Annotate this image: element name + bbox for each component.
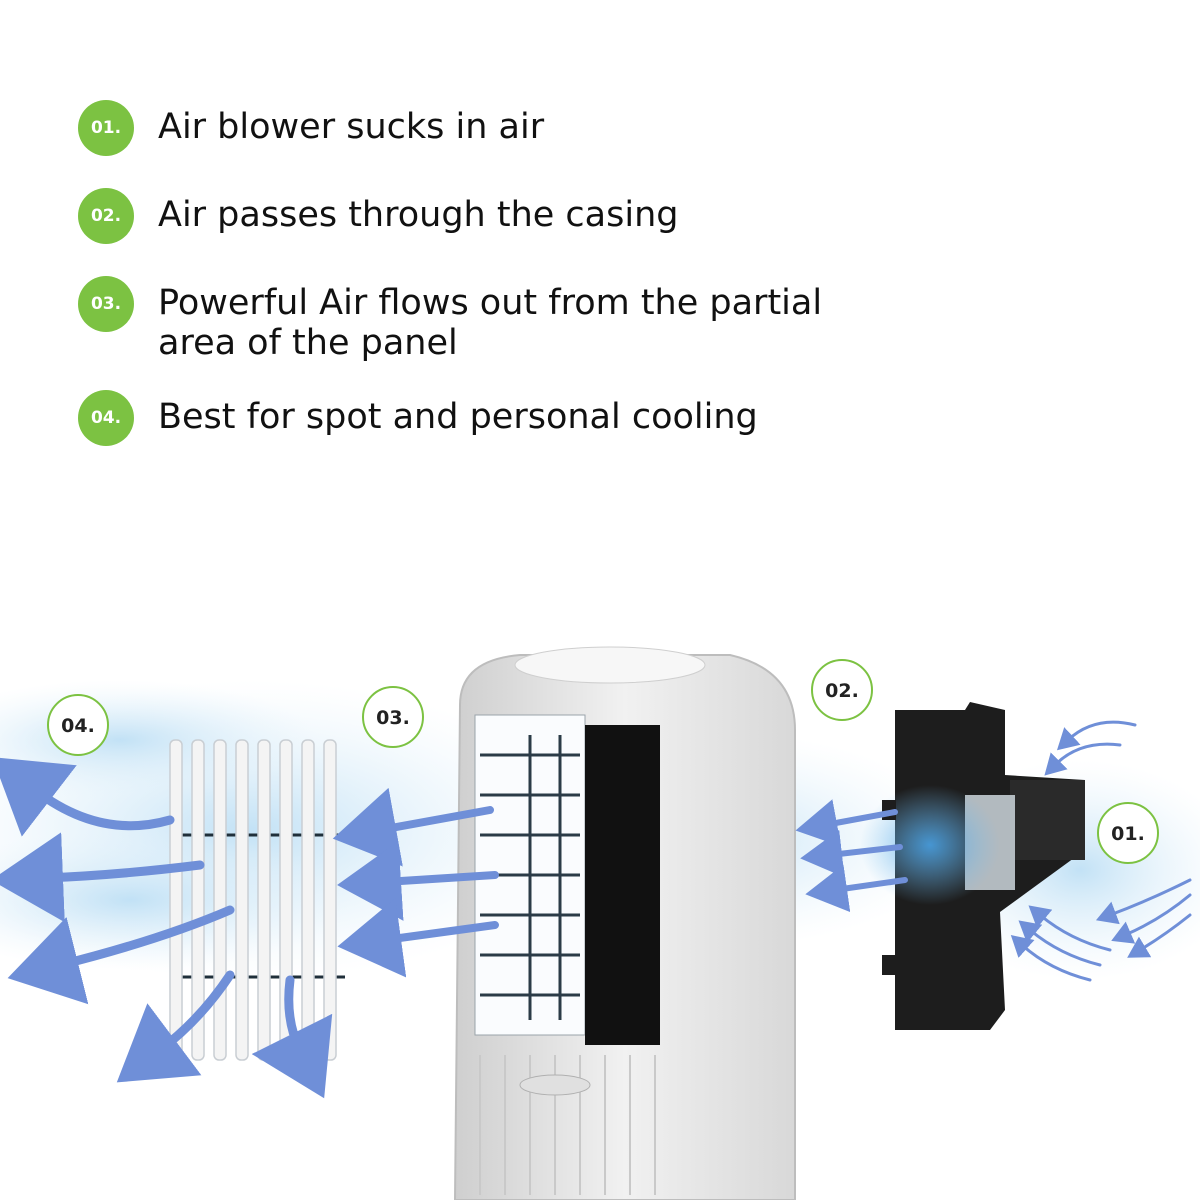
casing-outflow-arrows xyxy=(332,787,499,978)
step-3-line-2: area of the panel xyxy=(158,323,458,363)
blower-unit xyxy=(860,702,1085,1030)
marker-04: 04. xyxy=(47,694,109,756)
marker-03-label: 03. xyxy=(376,707,410,729)
airflow-diagram: 04. 03. 02. 01. xyxy=(0,646,1200,1200)
intake-arrows xyxy=(1010,720,1192,982)
step-3: 03. Powerful Air flows out from the part… xyxy=(78,276,822,363)
outflow-arrows xyxy=(0,757,333,1099)
step-4-text: Best for spot and personal cooling xyxy=(158,390,758,437)
blower-outflow-arrows xyxy=(795,799,908,913)
step-2-text: Air passes through the casing xyxy=(158,188,678,235)
step-4-badge: 04. xyxy=(78,390,134,446)
step-1-line-1: Air blower sucks in air xyxy=(158,107,545,147)
step-1: 01. Air blower sucks in air xyxy=(78,100,544,156)
step-2-badge: 02. xyxy=(78,188,134,244)
marker-02: 02. xyxy=(811,659,873,721)
step-1-badge: 01. xyxy=(78,100,134,156)
cooler-casing xyxy=(453,646,796,1200)
step-4-line-1: Best for spot and personal cooling xyxy=(158,397,758,437)
marker-03: 03. xyxy=(362,686,424,748)
marker-01: 01. xyxy=(1097,802,1159,864)
marker-02-label: 02. xyxy=(825,680,859,702)
marker-04-label: 04. xyxy=(61,715,95,737)
step-1-text: Air blower sucks in air xyxy=(158,100,544,147)
marker-01-label: 01. xyxy=(1111,823,1145,845)
step-4: 04. Best for spot and personal cooling xyxy=(78,390,758,446)
step-2-line-1: Air passes through the casing xyxy=(158,195,679,235)
step-2: 02. Air passes through the casing xyxy=(78,188,678,244)
step-3-text: Powerful Air flows out from the partial … xyxy=(158,276,822,363)
step-3-line-1: Powerful Air flows out from the partial xyxy=(158,283,823,323)
step-3-badge: 03. xyxy=(78,276,134,332)
